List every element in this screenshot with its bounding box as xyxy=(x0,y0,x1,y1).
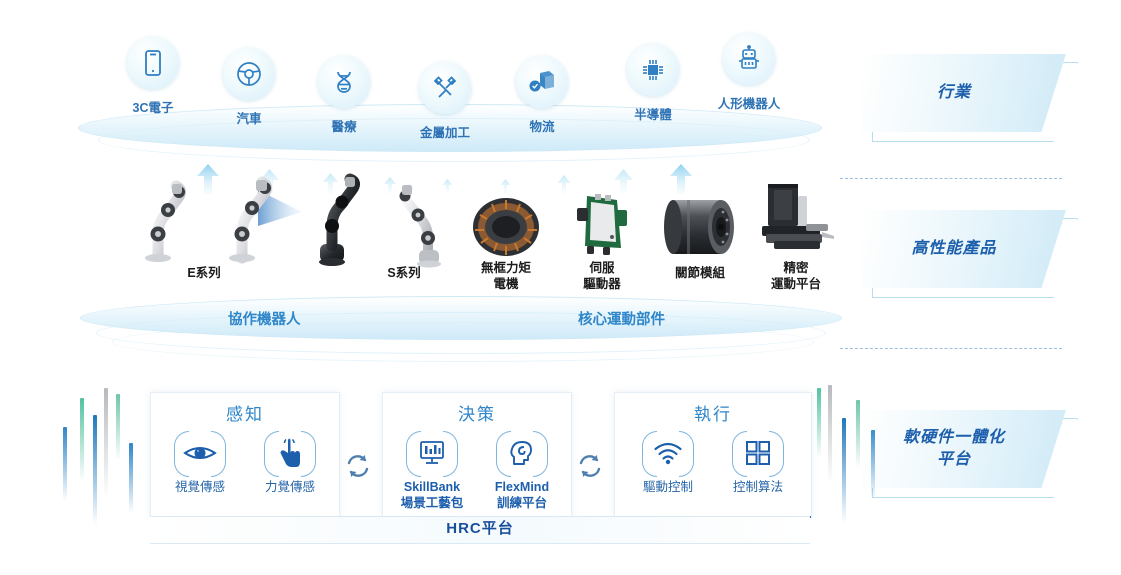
refresh-cycle-icon-2 xyxy=(576,452,604,485)
product-category-1: 核心運動部件 xyxy=(578,312,665,328)
four-squares-icon xyxy=(732,431,784,477)
hrc-platform-label: HRC平台 xyxy=(446,520,514,537)
industry-item-3[interactable]: 金屬加工 xyxy=(409,62,481,141)
platform-item-label: 力覺傳感 xyxy=(264,480,315,494)
industry-label: 醫療 xyxy=(331,120,357,134)
eye-icon xyxy=(174,431,226,477)
platform-item-control-algo[interactable]: 控制算法 xyxy=(720,431,796,495)
product-label-2: 無框力矩 電機 xyxy=(480,261,531,291)
deco-bar-r5 xyxy=(842,418,846,523)
hrc-platform-strip xyxy=(150,516,810,544)
platform-group-perception[interactable]: 感知 視覺傳感 xyxy=(150,392,340,518)
dna-icon xyxy=(318,56,370,108)
industry-banner-label: 行業 xyxy=(936,84,971,102)
deco-bar-l1 xyxy=(63,427,67,501)
industry-item-0[interactable]: 3C電子 xyxy=(122,37,184,116)
product-image-servo-driver xyxy=(571,188,633,260)
platform-item-label: FlexMind 訓練平台 xyxy=(494,480,550,511)
wifi-signal-icon xyxy=(642,431,694,477)
platform-item-label: 驅動控制 xyxy=(642,480,693,494)
platform-group-title: 執行 xyxy=(694,405,732,424)
layer-separator-top xyxy=(840,178,1062,179)
industry-label: 半導體 xyxy=(634,108,672,122)
industry-item-6[interactable]: 人形機器人 xyxy=(709,33,789,112)
deco-bar-r4 xyxy=(828,385,832,483)
platform-item-label: SkillBank 場景工藝包 xyxy=(400,480,464,511)
industry-banner[interactable]: 行業 xyxy=(862,54,1066,132)
smartphone-icon xyxy=(127,37,179,89)
deco-bar-l4 xyxy=(104,388,108,498)
platform-item-force[interactable]: 力覺傳感 xyxy=(252,431,328,495)
deco-bar-l6 xyxy=(129,443,133,513)
product-image-cobot-1 xyxy=(128,172,202,264)
package-box-icon xyxy=(516,56,568,108)
industry-band-ellipse-outline xyxy=(98,118,810,162)
product-band-ellipse-outline-2 xyxy=(112,322,814,362)
steering-wheel-icon xyxy=(223,48,275,100)
chip-icon xyxy=(627,44,679,96)
industry-item-5[interactable]: 半導體 xyxy=(622,44,684,123)
platform-banner[interactable]: 軟硬件一體化 平台 xyxy=(862,410,1066,488)
upward-arrows-group-top xyxy=(197,164,692,194)
industry-label: 汽車 xyxy=(236,112,262,126)
platform-group-title: 決策 xyxy=(458,405,496,424)
product-image-joint-module xyxy=(661,196,739,258)
deco-bar-r6 xyxy=(856,400,860,468)
industry-label: 人形機器人 xyxy=(717,97,781,111)
platform-banner-label: 軟硬件一體化 平台 xyxy=(902,429,1005,468)
product-label-0: E系列 xyxy=(187,266,221,280)
product-label-1: S系列 xyxy=(387,266,421,280)
platform-item-label: 視覺傳感 xyxy=(174,480,225,494)
industry-item-1[interactable]: 汽車 xyxy=(218,48,280,127)
platform-item-vision[interactable]: 視覺傳感 xyxy=(162,431,238,495)
deco-bar-r7 xyxy=(871,430,875,500)
industry-label: 3C電子 xyxy=(132,101,174,115)
platform-group-decision[interactable]: 決策 SkillBank 場景工藝包 xyxy=(382,392,572,518)
robot-icon xyxy=(723,33,775,85)
refresh-cycle-icon-1 xyxy=(344,452,372,485)
product-category-0: 協作機器人 xyxy=(228,312,301,328)
deco-bar-r3 xyxy=(817,388,821,458)
wrench-screwdriver-icon xyxy=(419,62,471,114)
deco-bar-l3 xyxy=(93,415,97,525)
platform-item-skillbank[interactable]: SkillBank 場景工藝包 xyxy=(394,431,470,512)
platform-group-title: 感知 xyxy=(226,405,264,424)
product-image-cobot-4 xyxy=(376,180,452,268)
platform-section: 感知 視覺傳感 xyxy=(150,392,812,532)
industry-label: 物流 xyxy=(529,120,555,134)
platform-group-execution[interactable]: 執行 驅動控制 xyxy=(614,392,812,518)
product-label-5: 精密 運動平台 xyxy=(770,261,821,291)
monitor-chart-icon xyxy=(406,431,458,477)
touch-finger-icon xyxy=(264,431,316,477)
deco-bar-l5 xyxy=(116,394,120,460)
product-image-cobot-2 xyxy=(210,168,320,264)
platform-item-label: 控制算法 xyxy=(732,480,783,494)
layer-separator-bottom xyxy=(840,348,1062,349)
head-brain-icon xyxy=(496,431,548,477)
product-label-3: 伺服 驅動器 xyxy=(583,261,621,291)
product-image-cobot-3 xyxy=(300,172,372,266)
deco-bar-l2 xyxy=(80,398,84,482)
industry-label: 金屬加工 xyxy=(419,126,470,140)
products-banner-label: 高性能產品 xyxy=(911,240,997,258)
product-label-4: 關節模組 xyxy=(674,266,725,280)
products-banner[interactable]: 高性能產品 xyxy=(862,210,1066,288)
industry-item-4[interactable]: 物流 xyxy=(511,56,573,135)
product-image-torque-motor xyxy=(470,196,542,258)
platform-item-drive-control[interactable]: 驅動控制 xyxy=(630,431,706,495)
platform-item-flexmind[interactable]: FlexMind 訓練平台 xyxy=(484,431,560,512)
industry-item-2[interactable]: 醫療 xyxy=(313,56,375,135)
product-image-motion-stage xyxy=(752,182,838,260)
